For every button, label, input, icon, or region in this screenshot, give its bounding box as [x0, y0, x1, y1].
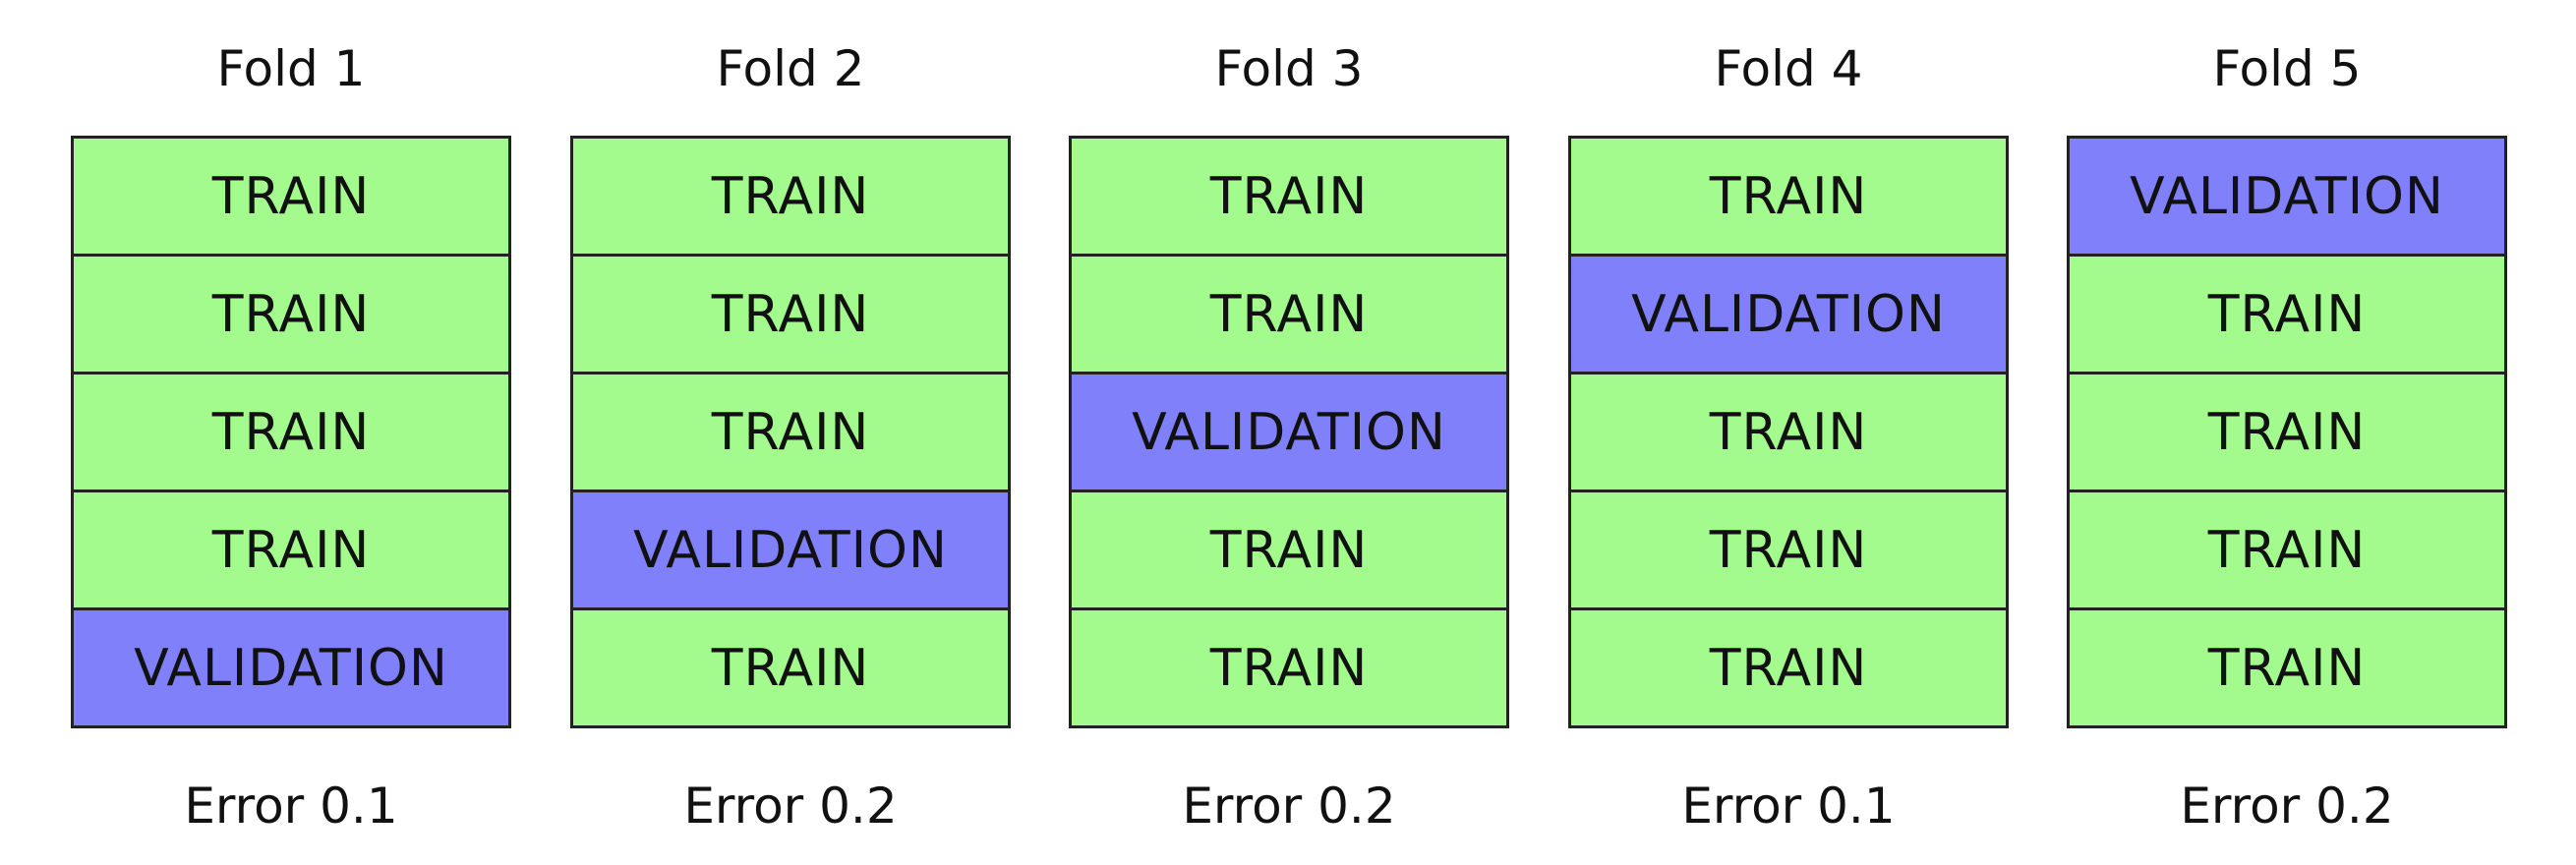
fold-error: Error 0.1 — [1681, 778, 1896, 835]
train-block: TRAIN — [573, 257, 1008, 375]
fold-title: Fold 2 — [716, 40, 865, 97]
fold-title: Fold 4 — [1714, 40, 1863, 97]
train-block: TRAIN — [1072, 257, 1506, 375]
fold-error: Error 0.2 — [683, 778, 898, 835]
fold-title: Fold 5 — [2212, 40, 2362, 97]
fold-error: Error 0.1 — [184, 778, 398, 835]
train-block: TRAIN — [1072, 139, 1506, 257]
train-block: TRAIN — [2070, 375, 2504, 492]
validation-block: VALIDATION — [573, 492, 1008, 610]
train-block: TRAIN — [573, 610, 1008, 725]
train-block: TRAIN — [1072, 492, 1506, 610]
train-block: TRAIN — [1571, 375, 2006, 492]
train-block: TRAIN — [74, 257, 508, 375]
validation-block: VALIDATION — [1072, 375, 1506, 492]
fold-title: Fold 1 — [216, 40, 366, 97]
validation-block: VALIDATION — [74, 610, 508, 725]
validation-block: VALIDATION — [1571, 257, 2006, 375]
train-block: TRAIN — [74, 139, 508, 257]
train-block: TRAIN — [2070, 257, 2504, 375]
train-block: TRAIN — [1571, 610, 2006, 725]
fold-title: Fold 3 — [1214, 40, 1364, 97]
fold-error: Error 0.2 — [2180, 778, 2394, 835]
train-block: TRAIN — [1072, 610, 1506, 725]
train-block: TRAIN — [573, 139, 1008, 257]
train-block: TRAIN — [573, 375, 1008, 492]
validation-block: VALIDATION — [2070, 139, 2504, 257]
train-block: TRAIN — [74, 492, 508, 610]
train-block: TRAIN — [1571, 139, 2006, 257]
train-block: TRAIN — [74, 375, 508, 492]
train-block: TRAIN — [2070, 610, 2504, 725]
fold-error: Error 0.2 — [1182, 778, 1396, 835]
train-block: TRAIN — [1571, 492, 2006, 610]
train-block: TRAIN — [2070, 492, 2504, 610]
